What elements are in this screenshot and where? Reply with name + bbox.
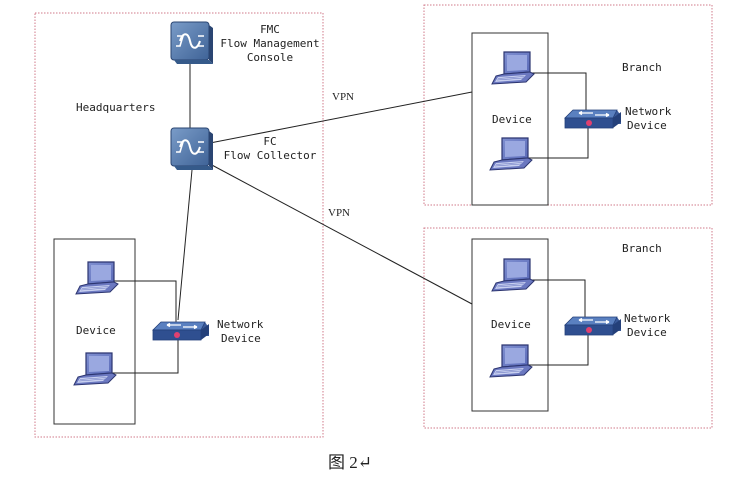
fc-label-2: Flow Collector [224,149,317,162]
fc-label-1: FC [263,135,276,148]
fmc-label-2: Flow Management [220,37,319,50]
b1-laptop-icon-1 [491,51,535,85]
branch2-label: Branch [622,242,662,255]
vpn-link-branch1 [209,91,473,144]
branch2-network-device-label-1: Network [624,312,671,325]
branch1-device-group [471,32,549,206]
branch-zone-1 [423,4,713,206]
headquarters-label: Headquarters [76,101,155,114]
hq-switch-icon [152,321,210,341]
branch1-label: Branch [622,61,662,74]
b1-laptop1-wire [528,72,587,110]
headquarters-zone [34,12,324,438]
hq-laptop1-wire [112,280,177,322]
branch1-network-device-label-1: Network [625,105,672,118]
hq-laptop2-wire [112,340,179,374]
branch1-network-device-label-2: Device [627,119,667,132]
fc-hq-switch-link [177,169,193,321]
b1-switch-icon [564,109,622,129]
b2-laptop1-wire [528,279,586,317]
b2-switch-icon [564,316,622,336]
branch2-device-group [471,238,549,412]
b1-laptop-icon-2 [489,137,533,171]
b2-laptop-icon-2 [489,344,533,378]
hq-laptop-icon-2 [73,352,117,386]
fmc-label-1: FMC [260,23,280,36]
hq-network-device-label-1: Network [217,318,264,331]
vpn-link-branch2 [209,163,473,305]
vpn-label-1: VPN [332,91,354,103]
branch1-device-label: Device [492,113,532,126]
hq-device-label: Device [76,324,116,337]
fmc-icon [170,21,214,65]
hq-device-group [53,238,136,425]
branch-zone-2 [423,227,713,429]
branch2-network-device-label-2: Device [627,326,667,339]
fc-icon [170,127,214,171]
vpn-label-2: VPN [328,207,350,219]
hq-laptop-icon-1 [75,261,119,295]
figure-caption: 图 2↵ [328,453,372,472]
fmc-label-3: Console [247,51,293,64]
branch2-device-label: Device [491,318,531,331]
b2-laptop2-wire [528,335,589,366]
b1-laptop2-wire [528,128,589,159]
b2-laptop-icon-1 [491,258,535,292]
hq-network-device-label-2: Device [221,332,261,345]
